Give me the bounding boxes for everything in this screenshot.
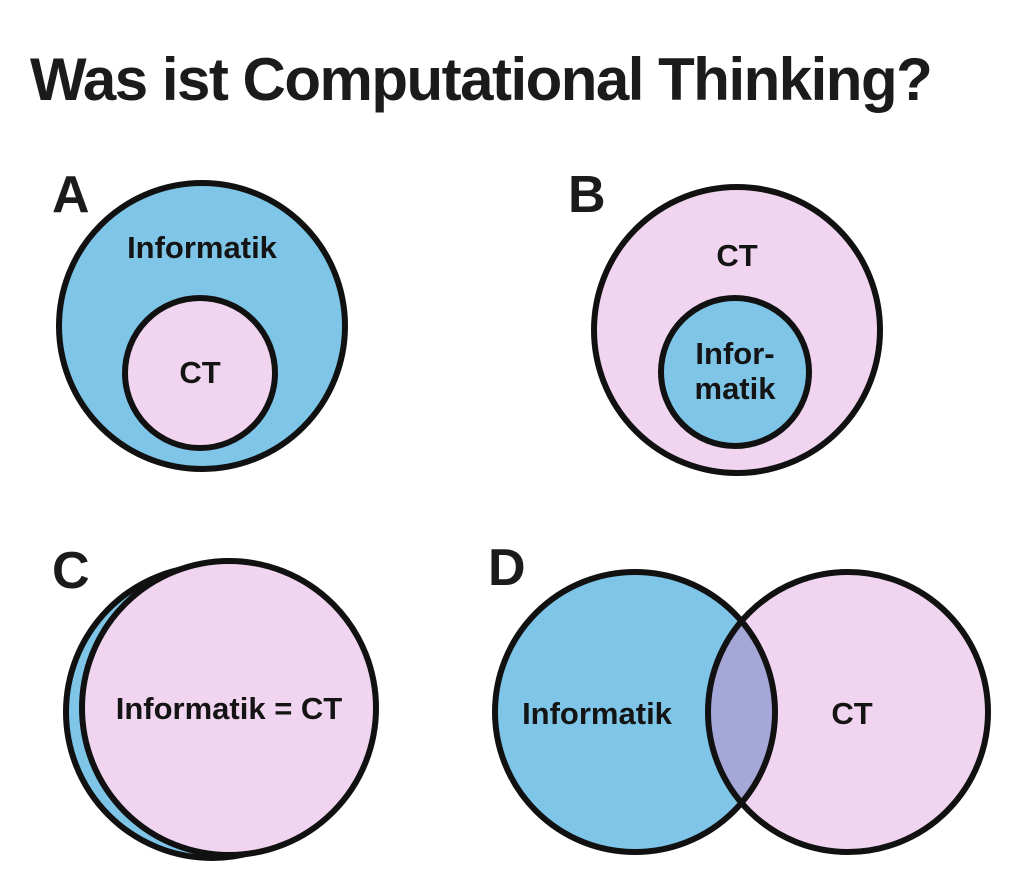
panel-d-left-label: Informatik xyxy=(522,696,673,731)
panel-a-inner-circle xyxy=(122,295,278,451)
panel-b-letter: B xyxy=(568,166,606,224)
panel-a: A Informatik CT xyxy=(52,166,348,472)
panel-b-inner-label-line2: matik xyxy=(695,371,777,406)
panel-c-front-circle xyxy=(79,558,379,858)
panel-d-left-circle-outline xyxy=(492,569,778,855)
panel-a-letter: A xyxy=(52,166,90,224)
panel-b: B CT Infor- matik xyxy=(568,166,883,476)
panel-d: D Informatik CT xyxy=(488,539,991,855)
panel-a-inner-label: CT xyxy=(179,355,220,390)
panel-d-overlap-region xyxy=(707,621,776,803)
panel-d-right-circle-outline xyxy=(705,569,991,855)
panel-d-left-circle-fill xyxy=(495,572,775,852)
panel-d-right-circle-fill xyxy=(708,572,988,852)
panel-c-label: Informatik = CT xyxy=(116,691,343,726)
panel-d-right-label: CT xyxy=(831,696,872,731)
panel-d-letter: D xyxy=(488,539,526,597)
panel-b-outer-label: CT xyxy=(716,238,757,273)
page-title: Was ist Computational Thinking? xyxy=(30,46,931,113)
panel-a-outer-label: Informatik xyxy=(127,230,278,265)
panel-c: C Informatik = CT xyxy=(52,542,379,861)
panel-b-inner-circle xyxy=(658,295,812,449)
panel-b-inner-label-line1: Infor- xyxy=(695,336,774,371)
panel-c-letter: C xyxy=(52,542,90,600)
